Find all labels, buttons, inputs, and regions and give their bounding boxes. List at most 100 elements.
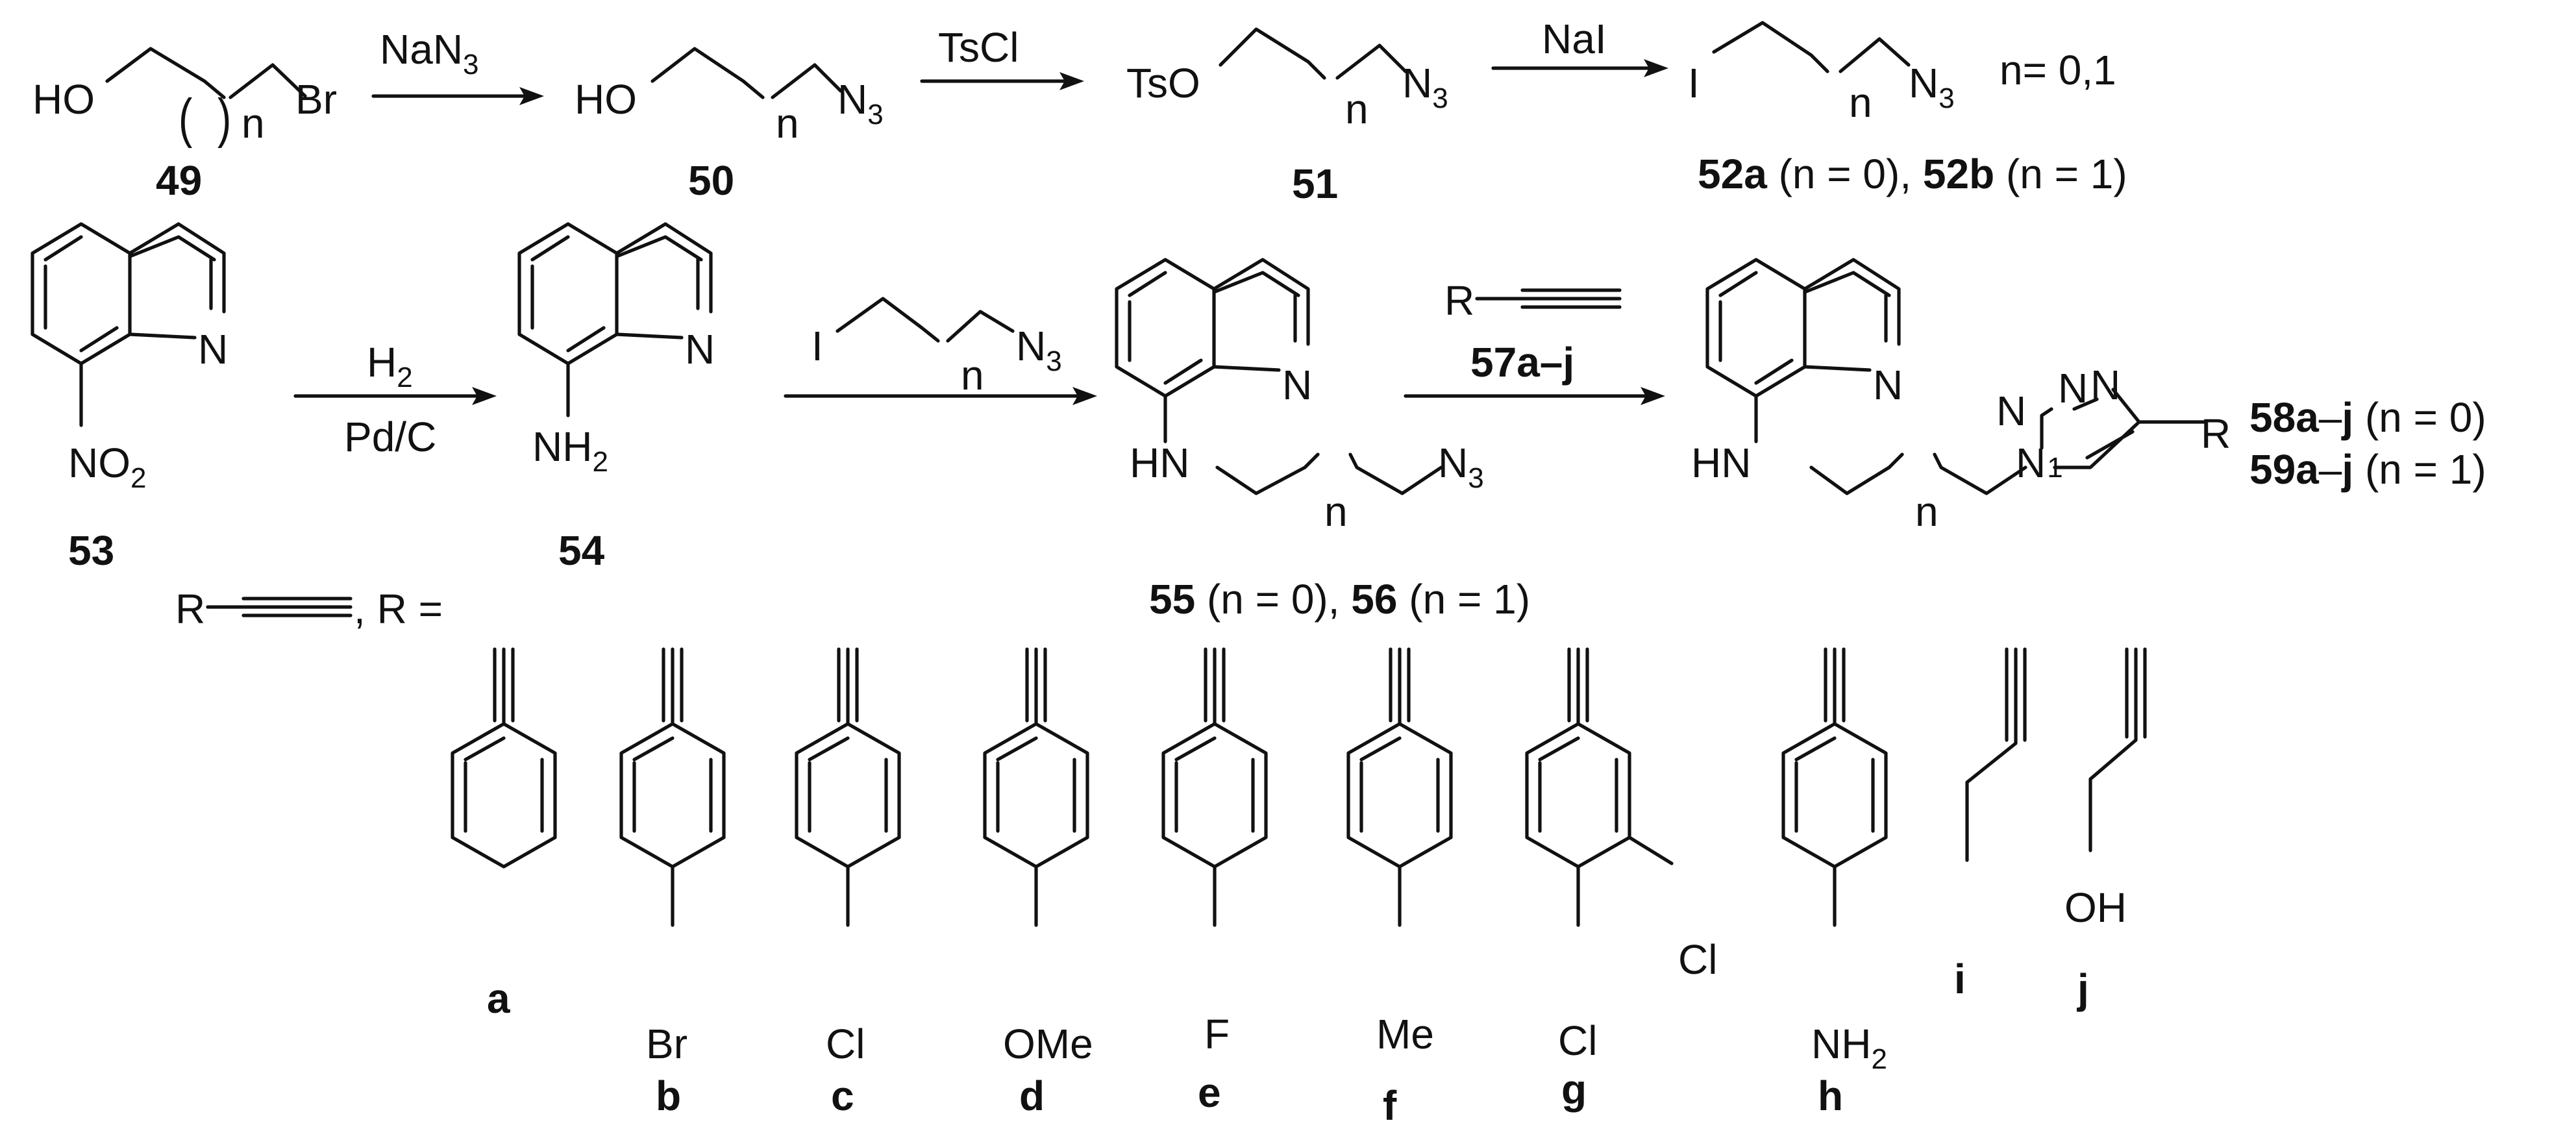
c50-ho-label: HO xyxy=(575,76,637,123)
c51-tso-label: TsO xyxy=(1126,60,1200,106)
c58-ring-n: N xyxy=(1873,362,1903,408)
c49-paren-open: ( xyxy=(179,88,193,148)
triazole-n-sub: N1 xyxy=(2016,440,2063,486)
c49-n-label: n xyxy=(242,100,265,147)
c49-ho-label: HO xyxy=(32,76,95,123)
svg-text:N3: N3 xyxy=(837,76,884,130)
c54-label: 54 xyxy=(558,527,605,574)
sub-d-label: d xyxy=(1019,1072,1045,1119)
arrow1-reagent-sub: 3 xyxy=(463,49,478,81)
svg-text:NaN3: NaN3 xyxy=(380,26,479,81)
c54-nh2: NH xyxy=(532,423,592,470)
triazole-n3: N xyxy=(2090,362,2120,408)
arrow6-label: 57a xyxy=(1470,339,1540,386)
c56-cond: (n = 1) xyxy=(1397,576,1530,623)
sub-c-label: c xyxy=(831,1072,854,1119)
r-group-legend: R , R = xyxy=(175,586,443,632)
compound-55-56: N HN n N3 55 (n = 0), 56 (n = 1) xyxy=(1115,258,1530,623)
substituent-e: F e xyxy=(1161,647,1268,1116)
arrow-nai: NaI xyxy=(1491,16,1668,77)
sub-h-label: h xyxy=(1818,1072,1843,1119)
c59-dash: – xyxy=(2319,446,2342,493)
c59-j: j xyxy=(2341,446,2353,493)
c58-j: j xyxy=(2341,394,2353,441)
arrow3-reagent: NaI xyxy=(1542,16,1607,62)
sub-i-label: i xyxy=(1954,956,1966,1002)
c59-cond: (n = 1) xyxy=(2353,446,2486,493)
substituent-g: Cl Cl g xyxy=(1525,647,1717,1113)
c51-azide: N xyxy=(1402,60,1432,106)
c53-label: 53 xyxy=(68,527,114,574)
arrow4-above-sub: 2 xyxy=(397,362,412,393)
c58-dash: – xyxy=(2319,394,2342,441)
svg-text:58a–j (n = 0): 58a–j (n = 0) xyxy=(2249,394,2486,441)
substituent-h: NH2 h xyxy=(1781,647,1888,1119)
svg-text:N3: N3 xyxy=(1016,323,1062,377)
arrow6-label-tail: –j xyxy=(1540,339,1574,386)
sub-b-label: b xyxy=(656,1072,681,1119)
c50-azide: N xyxy=(837,76,867,123)
sub-c-substituent: Cl xyxy=(826,1021,865,1067)
svg-text:NH2: NH2 xyxy=(1811,1021,1887,1075)
c55-hn: HN xyxy=(1130,440,1189,486)
arrow-click: R 57a–j xyxy=(1404,277,1665,405)
sub-g-label: g xyxy=(1561,1066,1587,1113)
c53-no2: NO xyxy=(68,440,130,486)
triazole-n2: N xyxy=(2058,365,2088,412)
arrow1-reagent: NaN xyxy=(380,26,463,73)
c49-paren-close: ) xyxy=(217,88,231,148)
substituent-b: Br b xyxy=(619,647,726,1119)
sub-g-substituent-para: Cl xyxy=(1558,1017,1597,1064)
c50-n-label: n xyxy=(776,100,799,147)
svg-text:N3: N3 xyxy=(1909,60,1955,114)
compound-50: HO n N3 50 xyxy=(575,47,884,204)
sub-a-label: a xyxy=(487,975,510,1022)
c52a-label: 52a xyxy=(1698,151,1767,197)
sub-e-substituent: F xyxy=(1204,1011,1230,1058)
c50-azide-sub: 3 xyxy=(867,99,883,130)
arrow5-azide: N xyxy=(1016,323,1046,369)
c52a-cond: (n = 0), xyxy=(1767,151,1923,197)
substituent-d: OMe d xyxy=(983,647,1093,1119)
svg-text:N3: N3 xyxy=(1438,440,1484,494)
c52-azide-sub: 3 xyxy=(1938,82,1954,114)
substituent-c: Cl c xyxy=(795,647,901,1119)
c53-ring-n: N xyxy=(198,326,228,373)
substituent-j: OH j xyxy=(2064,647,2147,1012)
legend-tail: , R = xyxy=(354,586,443,632)
c59-label: 59a xyxy=(2249,446,2319,493)
c55-label: 55 xyxy=(1149,576,1195,623)
compound-58-59: N HN n N N N N1 R 58a–j (n = 0) 59a–j (n… xyxy=(1691,258,2486,535)
arrow6-r: R xyxy=(1444,277,1474,324)
sub-e-label: e xyxy=(1198,1069,1221,1116)
arrow4-below: Pd/C xyxy=(344,414,436,460)
svg-text:NO2: NO2 xyxy=(68,440,146,494)
substituent-a: a xyxy=(451,647,557,1022)
c58-r: R xyxy=(2201,410,2231,457)
sub-h-substituent-sub: 2 xyxy=(1871,1043,1887,1075)
c52-n-label: n xyxy=(1849,79,1872,126)
c51-n-label: n xyxy=(1345,86,1368,132)
c51-azide-sub: 3 xyxy=(1432,82,1448,114)
c55-azide: N xyxy=(1438,440,1468,486)
sub-j-label: j xyxy=(2077,965,2089,1012)
arrow-h2-pdc: H2 Pd/C xyxy=(293,339,497,460)
sub-f-label: f xyxy=(1383,1082,1397,1129)
c55-azide-sub: 3 xyxy=(1468,462,1483,494)
c52b-cond: (n = 1) xyxy=(1994,151,2127,197)
c55-cond: (n = 0), xyxy=(1195,576,1351,623)
c52-n-values: n= 0,1 xyxy=(2000,47,2116,93)
substituent-i: i xyxy=(1954,647,2027,1002)
c55-n-label: n xyxy=(1324,488,1348,535)
svg-text:H2: H2 xyxy=(367,339,413,393)
compound-51: TsO n N3 51 xyxy=(1126,27,1448,207)
c54-nh2-sub: 2 xyxy=(592,446,608,478)
c52-i-label: I xyxy=(1688,60,1700,106)
c54-ring-n: N xyxy=(685,326,715,373)
arrow5-azide-sub: 3 xyxy=(1046,345,1061,377)
substituent-f: Me f xyxy=(1346,647,1453,1129)
compound-52: I n N3 n= 0,1 52a (n = 0), 52b (n = 1) xyxy=(1688,21,2127,197)
svg-text:55 (n = 0), 56 (n = 1): 55 (n = 0), 56 (n = 1) xyxy=(1149,576,1530,623)
c49-br-label: Br xyxy=(295,76,337,123)
